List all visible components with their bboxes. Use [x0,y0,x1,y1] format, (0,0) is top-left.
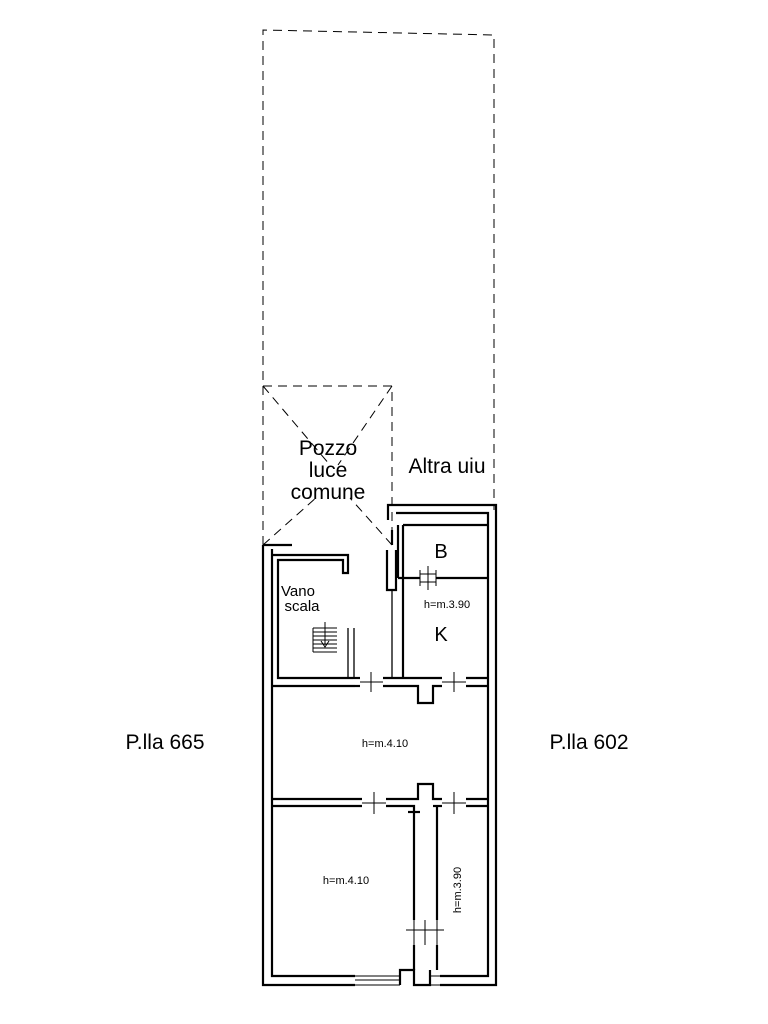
kitchen-label: K [434,624,448,646]
bottom-room-height-label: h=m.4.10 [323,875,369,887]
central-room-height-label: h=m.4.10 [362,738,408,750]
bath-label: B [434,541,447,563]
stair-room-label-line1: Vano [281,583,315,600]
stair-steps [312,622,337,653]
central-room-top-wall [353,672,488,705]
bottom-openings [355,968,440,987]
corridor-height-label: h=m.3.90 [452,867,464,913]
central-room-bottom-wall [272,782,488,920]
stair-room-label-line2: scala [284,598,320,615]
parcel-right-label: P.lla 602 [549,731,628,754]
corridor-door [406,920,444,970]
light-well-label-line2: luce [309,459,348,482]
kitchen-height-label: h=m.3.90 [424,599,470,611]
light-well-label-line3: comune [291,481,366,504]
stair-room [272,553,355,688]
exterior-walls [261,503,498,987]
light-well-label-line1: Pozzo [299,437,357,460]
courtyard-boundary [262,29,495,545]
parcel-left-label: P.lla 665 [125,731,204,754]
other-unit-label: Altra uiu [408,455,485,478]
light-well-outline [262,385,393,546]
bath-kitchen-walls [385,523,488,678]
